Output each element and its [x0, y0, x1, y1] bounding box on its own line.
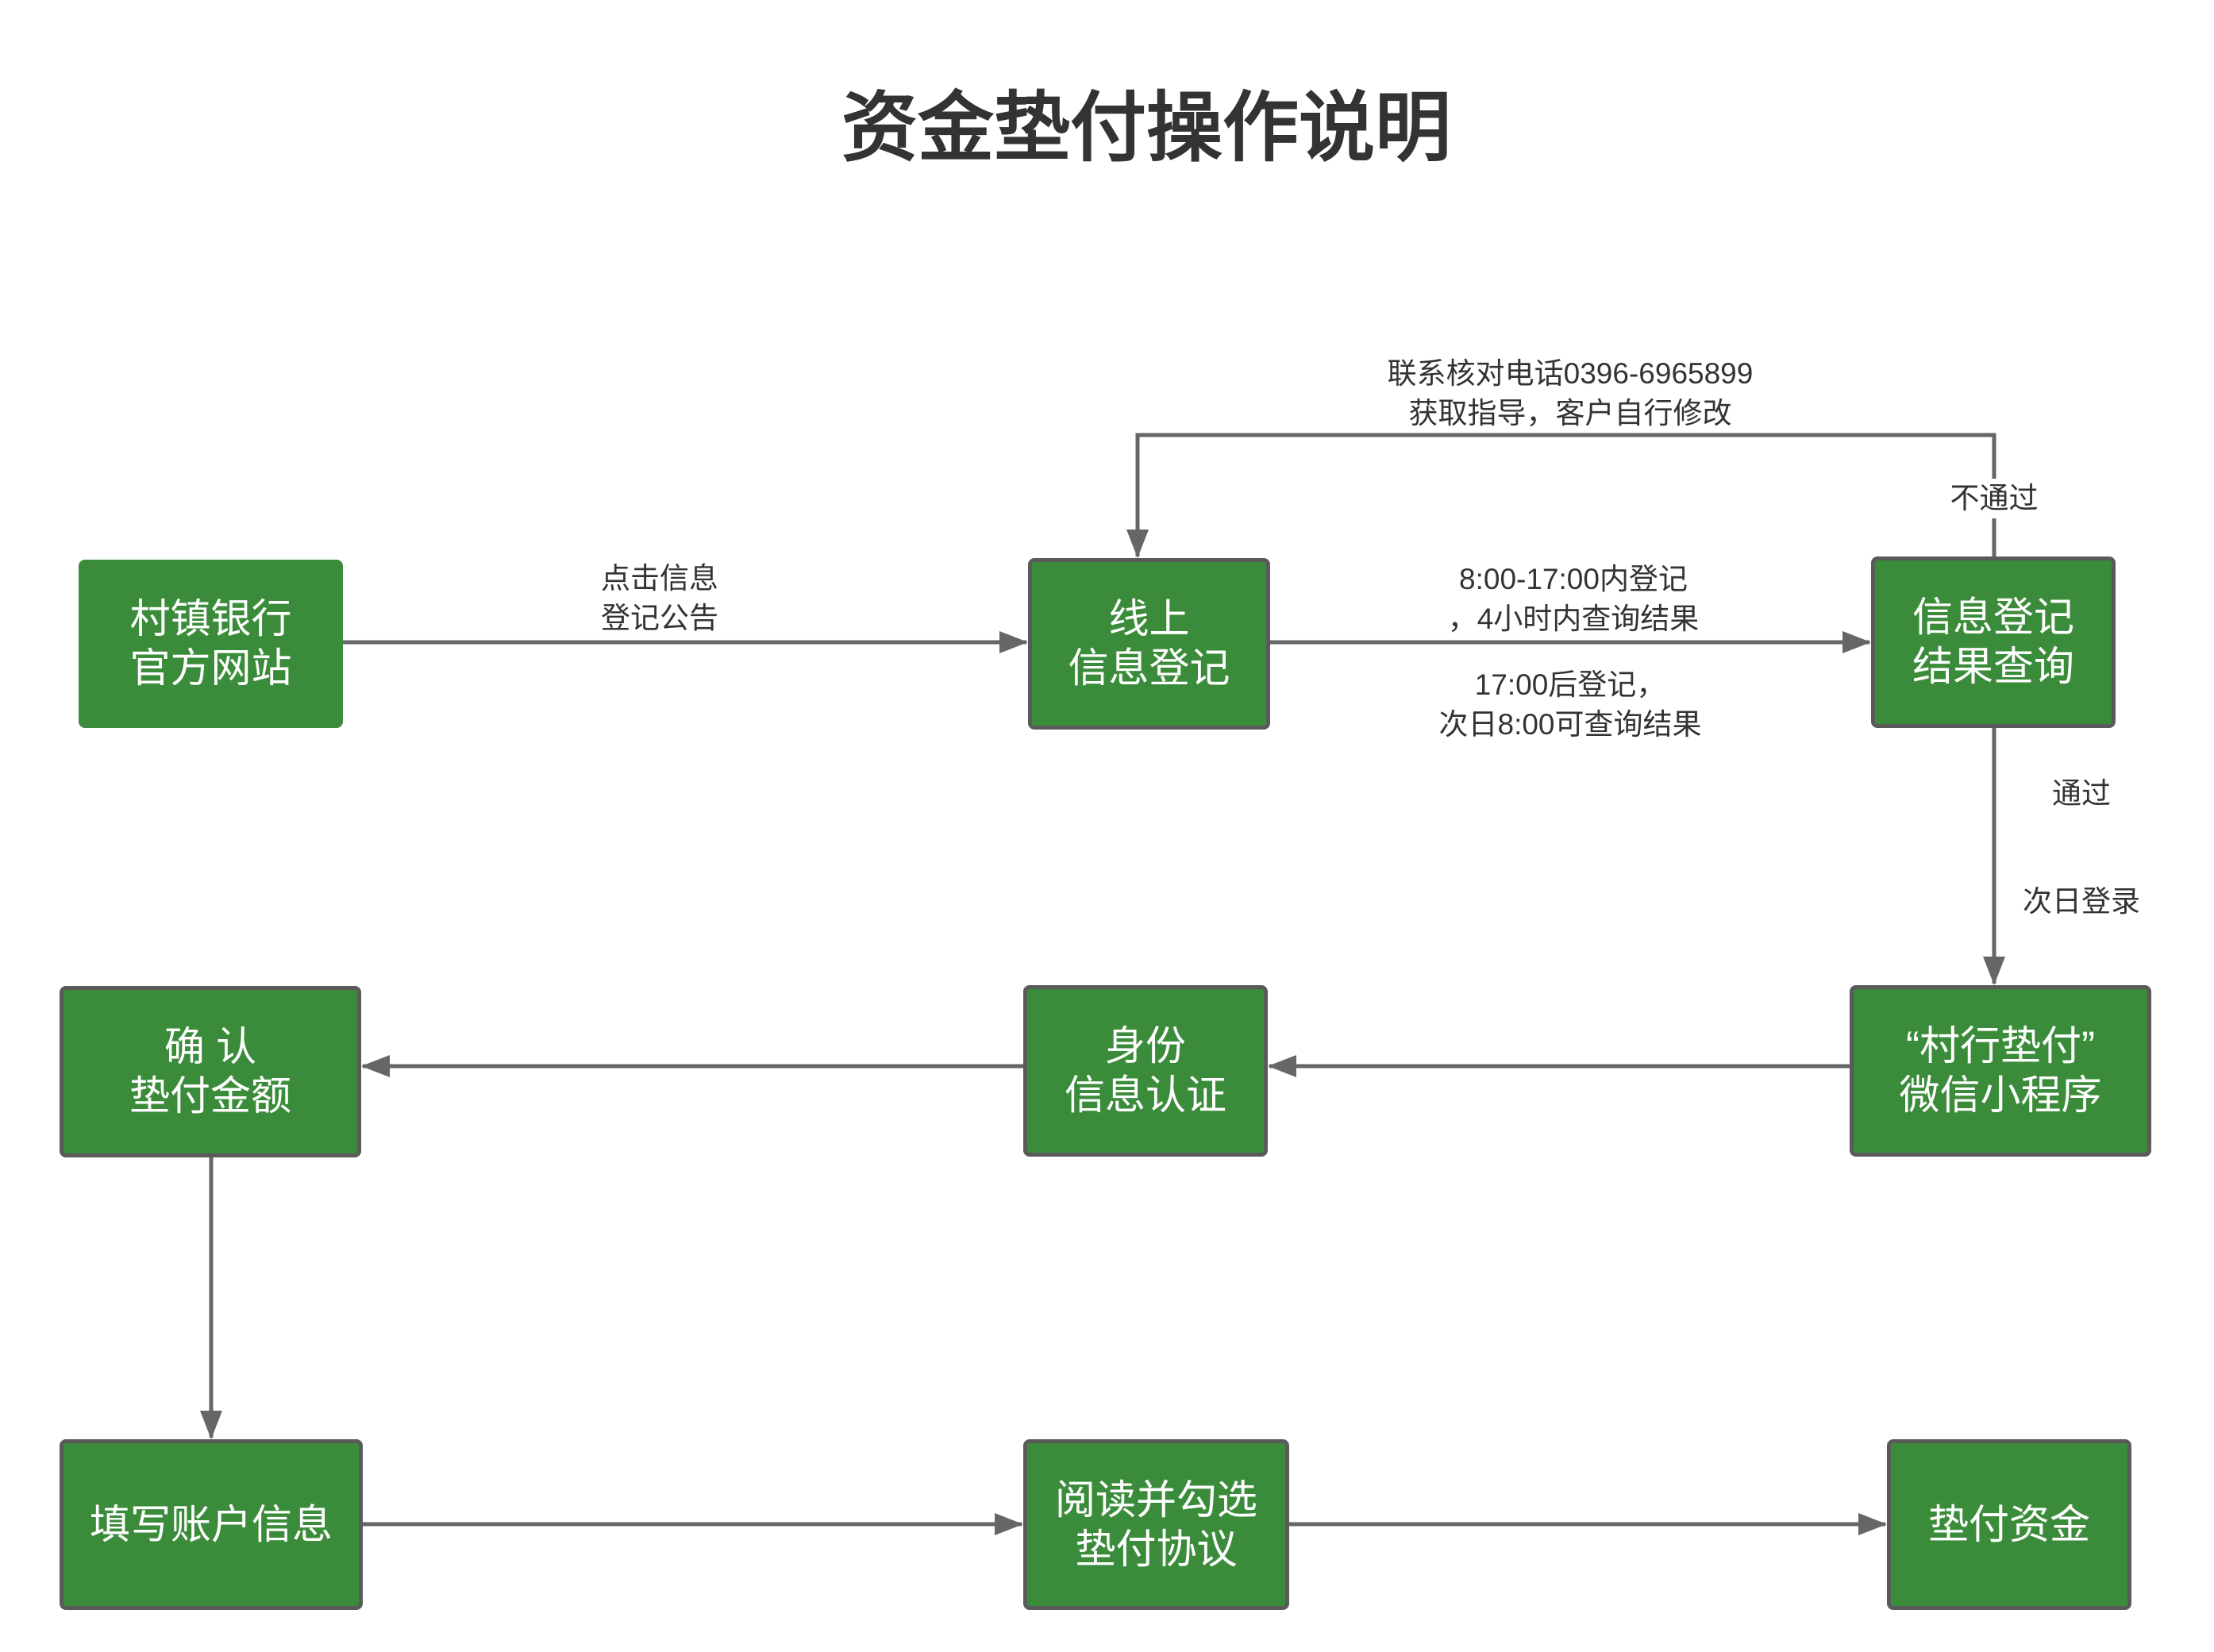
- diagram-title: 资金垫付操作说明: [841, 86, 1451, 171]
- node-label: 信息认证: [1064, 1072, 1226, 1118]
- node-label: 垫付协议: [1075, 1526, 1238, 1572]
- node-label: 村镇银行: [129, 596, 292, 641]
- node-label: 官方网站: [129, 645, 292, 691]
- edge-label-after-hours-registration: 17:00后登记， 次日8:00可查询结果: [1438, 665, 1701, 745]
- node-confirm-amount: 确 认 垫付金额: [60, 986, 361, 1157]
- node-read-agreement: 阅读并勾选 垫付协议: [1023, 1439, 1289, 1610]
- node-label: “村行垫付”: [1906, 1023, 2095, 1069]
- edge-label-line: 8:00-17:00内登记: [1459, 563, 1688, 595]
- node-fill-account: 填写账户信息: [60, 1439, 363, 1610]
- node-mini-program: “村行垫付” 微信小程序: [1850, 985, 2151, 1157]
- edge-label-line: ，4小时内查询结果: [1447, 603, 1700, 635]
- edge-label-line: 通过: [2052, 777, 2111, 810]
- edge-label-line: 17:00后登记，: [1474, 668, 1666, 701]
- edge-label-line: 联系核对电话0396-6965899: [1387, 357, 1754, 390]
- edge-label-website-to-registration: 点击信息 登记公告: [601, 559, 718, 638]
- edge-label-rejected: 不通过: [1945, 479, 2043, 518]
- edge-label-line: 不通过: [1950, 482, 2039, 514]
- node-label: 结果查询: [1912, 644, 2074, 689]
- edge-label-passed-next-day: 次日登录: [2023, 882, 2140, 922]
- node-identity-verification: 身份 信息认证: [1023, 985, 1268, 1157]
- edge-label-rejected-guidance: 联系核对电话0396-6965899 获取指导，客户自行修改: [1388, 354, 1754, 433]
- edge-label-line: 获取指导，客户自行修改: [1408, 397, 1732, 429]
- edge-label-line: 次日8:00可查询结果: [1438, 708, 1702, 741]
- node-advance-funds: 垫付资金: [1887, 1439, 2131, 1610]
- node-label: 垫付资金: [1927, 1501, 2090, 1547]
- edge-label-daytime-registration: 8:00-17:00内登记 ，4小时内查询结果: [1448, 560, 1700, 639]
- edge-label-line: 登记公告: [601, 602, 718, 634]
- node-label: 微信小程序: [1899, 1072, 2102, 1118]
- node-label: 填写账户信息: [89, 1501, 333, 1547]
- node-bank-website: 村镇银行 官方网站: [79, 560, 343, 728]
- node-result-query: 信息登记 结果查询: [1871, 556, 2116, 728]
- node-online-registration: 线上 信息登记: [1028, 558, 1270, 730]
- node-label: 垫付金额: [129, 1073, 291, 1119]
- edge-label-line: 次日登录: [2023, 885, 2140, 918]
- node-label: 阅读并勾选: [1054, 1477, 1257, 1523]
- node-label: 确 认: [164, 1024, 257, 1069]
- node-label: 身份: [1104, 1023, 1186, 1069]
- edge-query-rejected-to-registration: [1126, 433, 1996, 558]
- node-label: 信息登记: [1912, 595, 2074, 640]
- node-label: 线上: [1108, 596, 1190, 641]
- edge-label-passed: 通过: [2052, 774, 2111, 814]
- edge-label-line: 点击信息: [601, 562, 718, 595]
- node-label: 信息登记: [1068, 645, 1230, 691]
